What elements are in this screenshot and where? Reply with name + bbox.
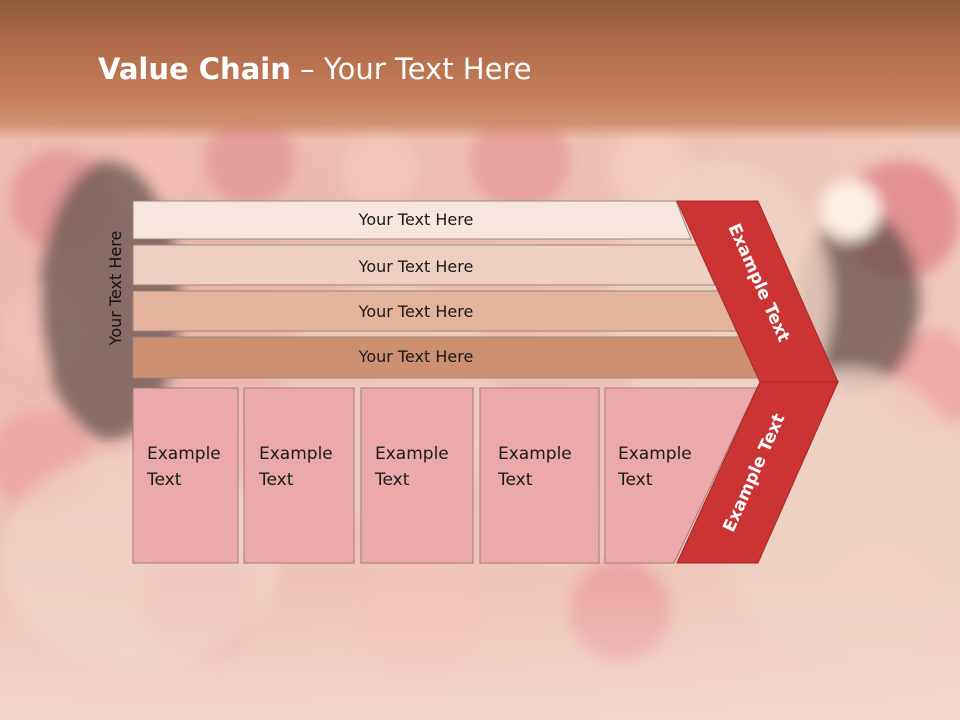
reflection-box-5-line-1: Example <box>618 662 692 682</box>
title-bold: Value Chain <box>98 52 291 86</box>
box-1-line-2: Text <box>146 470 182 490</box>
diagram-reflection: Example Text Example Text Example Text E… <box>132 562 828 720</box>
title-rest: – Your Text Here <box>290 52 532 86</box>
title-bar <box>0 0 960 140</box>
bar-shape-1[interactable] <box>132 200 692 240</box>
vertical-label[interactable]: Your Text Here <box>106 231 125 347</box>
bar-label-4: Your Text Here <box>358 347 474 366</box>
example-box-1[interactable] <box>132 387 239 564</box>
reflection-box-2-line-1: Example <box>259 662 333 682</box>
box-5-line-1: Example <box>618 444 692 464</box>
example-box-3[interactable] <box>360 387 474 564</box>
box-2-line-2: Text <box>258 470 294 490</box>
bar-label-2: Your Text Here <box>358 257 474 276</box>
box-2-line-1: Example <box>259 444 333 464</box>
diagram-main: Your Text Here Your Text Here Your Text … <box>132 200 839 564</box>
box-3-line-2: Text <box>374 470 410 490</box>
reflection-box-4-line-1: Example <box>498 662 572 682</box>
box-1-line-1: Example <box>147 444 221 464</box>
example-box-2[interactable] <box>243 387 355 564</box>
bar-label-3: Your Text Here <box>358 302 474 321</box>
box-4-line-2: Text <box>497 470 533 490</box>
reflection-box-3-line-1: Example <box>375 662 449 682</box>
reflection-box-4-line-2: Text <box>497 636 533 656</box>
example-box-4[interactable] <box>479 387 600 564</box>
box-3-line-1: Example <box>375 444 449 464</box>
reflection-box-1-line-1: Example <box>147 662 221 682</box>
reflection-box-2-line-2: Text <box>258 636 294 656</box>
reflection-box-1-line-2: Text <box>146 636 182 656</box>
reflection-box-3-line-2: Text <box>374 636 410 656</box>
bar-label-1: Your Text Here <box>358 210 474 229</box>
box-5-line-2: Text <box>617 470 653 490</box>
reflection-box-5-line-2: Text <box>617 636 653 656</box>
slide-title[interactable]: Value Chain – Your Text Here <box>98 52 532 86</box>
box-4-line-1: Example <box>498 444 572 464</box>
